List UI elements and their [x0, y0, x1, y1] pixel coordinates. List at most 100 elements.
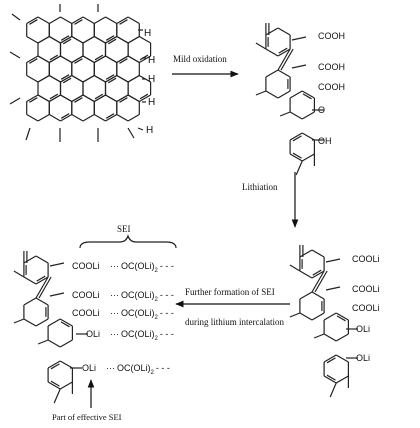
- bond-line: [299, 291, 313, 300]
- intercalation-label: during lithium intercalation: [185, 317, 284, 327]
- bond-line: [127, 74, 140, 83]
- bond-line: [53, 388, 61, 404]
- bond-line: [13, 270, 25, 278]
- bond-line: [326, 357, 336, 364]
- bond-line: [139, 35, 151, 44]
- bond-line: [13, 318, 25, 324]
- bond-line: [105, 74, 118, 83]
- edge-h-label-3: H: [148, 74, 155, 85]
- graphene-sheet: H H H H H: [9, 4, 155, 142]
- bond-line: [93, 74, 106, 83]
- bond-line: [26, 74, 39, 83]
- bond-line: [139, 94, 151, 103]
- bond-line: [59, 360, 73, 369]
- bond-line: [265, 69, 279, 78]
- bond-line: [323, 375, 337, 384]
- bond-line: [255, 42, 267, 50]
- lithiated-group-2: COOLi: [352, 284, 380, 294]
- sei-chain-5: ···OC(OLi)2- - -: [106, 363, 170, 376]
- bond-line: [116, 74, 129, 83]
- bond-line: [36, 275, 46, 282]
- bond-line: [82, 113, 95, 122]
- bond-line: [62, 38, 72, 45]
- bond-line: [48, 94, 61, 103]
- mild-oxidation-label: Mild oxidation: [173, 54, 227, 64]
- bond-line: [48, 16, 61, 25]
- oxidized-group-3: COOH: [318, 82, 345, 92]
- bond-line: [311, 291, 325, 300]
- lithiation-label: Lithiation: [242, 182, 278, 192]
- bond-line: [127, 113, 140, 122]
- bond-line: [116, 113, 129, 122]
- bond-line: [26, 35, 39, 44]
- bond-line: [26, 16, 39, 25]
- bond-line: [323, 312, 337, 321]
- bond-line: [9, 97, 21, 105]
- bond-line: [60, 113, 73, 122]
- oxidized-group-2: COOH: [318, 62, 345, 72]
- bond-line: [107, 38, 117, 45]
- further-formation-step: Further formation of SEI during lithium …: [175, 287, 290, 327]
- lithiation-step: Lithiation: [242, 172, 299, 228]
- bond-line: [35, 297, 49, 306]
- bond-line: [299, 312, 313, 321]
- bond-line: [49, 262, 65, 267]
- bond-line: [71, 74, 84, 83]
- sei-group-2: COOLi: [72, 290, 100, 300]
- bond-line: [265, 48, 279, 57]
- bond-line: [29, 19, 38, 25]
- bond-line: [323, 333, 337, 342]
- sei-label: SEI: [117, 224, 131, 234]
- bond-line: [265, 27, 279, 36]
- bond-line: [50, 380, 60, 387]
- bond-line: [302, 93, 312, 100]
- bond-line: [38, 276, 52, 299]
- bond-line: [71, 113, 84, 122]
- bond-line: [289, 312, 301, 318]
- mild-oxidation-step: Mild oxidation: [172, 54, 239, 78]
- bond-line: [35, 255, 49, 264]
- bond-line: [37, 113, 50, 122]
- bond-line: [48, 35, 61, 44]
- sei-chain-1: ···OC(OLi)2- - -: [110, 261, 174, 274]
- bond-line: [335, 375, 349, 384]
- bond-line: [291, 36, 307, 41]
- bond-line: [107, 77, 117, 84]
- bond-line: [93, 16, 106, 25]
- bond-line: [82, 74, 95, 83]
- bond-line: [25, 127, 31, 141]
- bond-line: [49, 292, 65, 297]
- bond-line: [93, 94, 106, 103]
- bond-line: [311, 312, 325, 321]
- sei-chain-3: ···OC(OLi)2- - -: [110, 308, 174, 321]
- lithiated-group-3: COOLi: [352, 303, 380, 313]
- bond-line: [312, 269, 322, 276]
- bond-line: [277, 90, 291, 99]
- bond-line: [26, 55, 39, 64]
- sei-group-4: OLi: [86, 329, 100, 339]
- bond-line: [37, 74, 50, 83]
- bond-line: [37, 94, 50, 103]
- bond-line: [47, 318, 61, 327]
- lithiated-fragment: COOLi COOLi COOLi OLi OLi: [289, 245, 380, 398]
- bond-line: [60, 74, 73, 83]
- bond-line: [277, 48, 291, 57]
- bond-line: [105, 113, 118, 122]
- bond-line: [60, 55, 73, 64]
- bond-line: [50, 363, 60, 370]
- bond-line: [49, 54, 59, 61]
- bond-line: [301, 111, 315, 120]
- bond-line: [105, 16, 118, 25]
- bond-line: [295, 160, 303, 176]
- bond-line: [289, 153, 303, 162]
- bond-line: [326, 374, 336, 381]
- bond-line: [323, 354, 337, 363]
- bond-line: [139, 93, 149, 100]
- effective-sei-label: Part of effective SEI: [52, 412, 122, 422]
- edge-h-label-2: H: [148, 55, 155, 66]
- bond-line: [127, 16, 140, 25]
- bond-line: [311, 249, 325, 258]
- bond-line: [127, 55, 140, 64]
- bond-line: [26, 113, 39, 122]
- sei-brace: [79, 234, 177, 249]
